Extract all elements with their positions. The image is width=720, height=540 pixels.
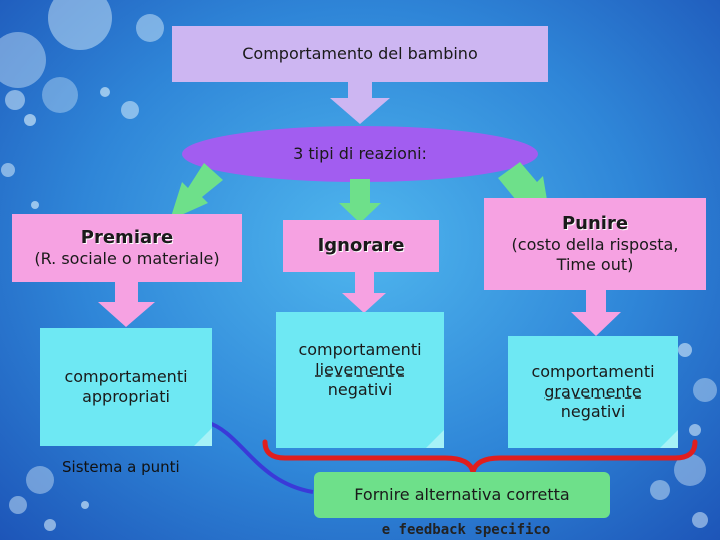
mild-negative-card: comportamenti lievemente negativi (276, 312, 444, 448)
mild-card-line3: negativi (327, 380, 393, 399)
sistema-label: Sistema a punti (62, 458, 180, 476)
reactions-label: 3 tipi di reazioni: (293, 144, 427, 163)
feedback-label: e feedback specifico (381, 522, 551, 538)
ignorare-box: Ignorare (283, 220, 439, 272)
reactions-label-wrap: 3 tipi di reazioni: (182, 126, 538, 182)
appropriate-card-label: comportamenti appropriati (64, 367, 188, 406)
pink-arrow-middle (342, 271, 386, 313)
alternative-box: Fornire alternativa corretta (314, 472, 610, 518)
premiare-subtitle: (R. sociale o materiale) (34, 249, 220, 268)
card-fold (194, 428, 212, 446)
premiare-title: Premiare (80, 227, 174, 248)
top-down-arrow (330, 80, 390, 124)
appropriate-card: comportamenti appropriati (40, 328, 212, 446)
punire-box: Punire (costo della risposta, Time out) (484, 198, 706, 290)
top-box-label: Comportamento del bambino (242, 44, 478, 63)
premiare-box: Premiare (R. sociale o materiale) (12, 214, 242, 282)
severe-card-line2: gravemente (544, 382, 642, 401)
severe-negative-card: comportamenti gravemente negativi (508, 336, 678, 448)
alternative-label: Fornire alternativa corretta (354, 485, 570, 504)
pink-arrow-right (571, 290, 621, 336)
green-arrow-middle (339, 179, 381, 223)
severe-card-line1: comportamenti (531, 362, 655, 381)
mild-card-line1: comportamenti (298, 340, 422, 359)
punire-title: Punire (561, 213, 629, 234)
mild-card-line2: lievemente (315, 360, 405, 379)
punire-subtitle: (costo della risposta, Time out) (511, 235, 679, 274)
severe-card-line3: negativi (560, 402, 626, 421)
ignorare-title: Ignorare (317, 235, 405, 256)
green-arrow-left (170, 163, 223, 220)
card-fold (426, 430, 444, 448)
reactions-ellipse (182, 126, 538, 182)
blue-curved-arrow (205, 420, 314, 494)
pink-arrow-left (98, 282, 155, 327)
card-fold (660, 430, 678, 448)
top-box: Comportamento del bambino (172, 26, 548, 82)
